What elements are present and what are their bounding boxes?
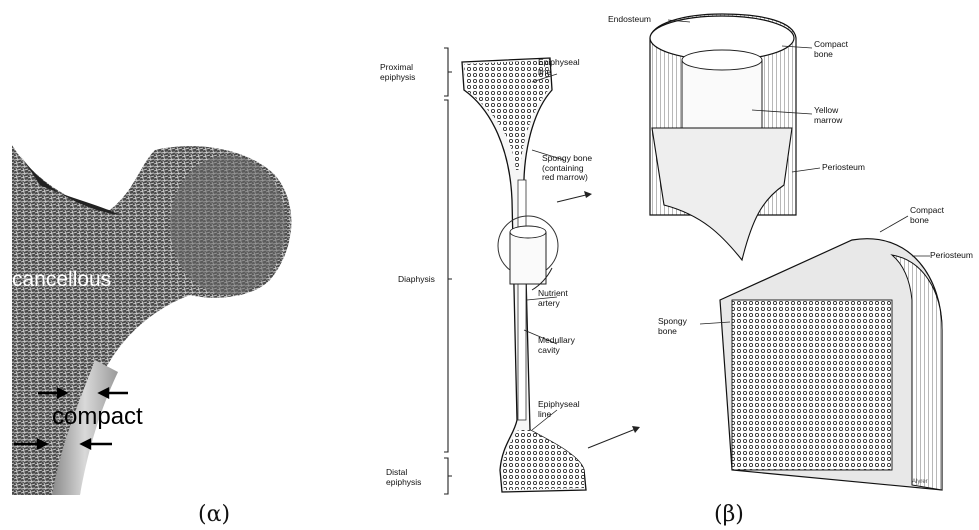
label-nutrient-artery: Nutrient artery: [538, 289, 568, 308]
bracket-proximal-epiphysis: [444, 48, 452, 96]
label-periosteum-bottom: Periosteum: [930, 251, 973, 261]
femur-photo: [0, 0, 300, 530]
long-bone-diagram: [352, 0, 979, 530]
label-endosteum: Endosteum: [608, 15, 651, 25]
label-diaphysis: Diaphysis: [398, 275, 435, 285]
label-spongy-bone: Spongy bone: [658, 317, 687, 336]
femoral-head: [170, 155, 286, 295]
label-compact-bone-bottom: Compact bone: [910, 206, 944, 225]
label-yellow-marrow: Yellow marrow: [814, 106, 842, 125]
label-compact-bone-top: Compact bone: [814, 40, 848, 59]
caption-alpha: (α): [198, 502, 230, 527]
arrow-to-top-inset: [557, 194, 590, 202]
artist-signature: Alyrer: [912, 478, 928, 488]
label-epiphyseal-line-bottom: Epiphyseal line: [538, 400, 580, 419]
label-periosteum-top: Periosteum: [822, 163, 865, 173]
section-cut: [510, 232, 546, 284]
arrow-to-bottom-inset: [588, 428, 638, 448]
periosteum-flap: [652, 128, 792, 260]
long-bone-diagram-panel: Proximal epiphysis Diaphysis Distal epip…: [352, 0, 979, 530]
compact-label: compact: [52, 403, 143, 431]
label-proximal-epiphysis: Proximal epiphysis: [380, 63, 415, 82]
bracket-diaphysis: [444, 100, 452, 452]
bracket-distal-epiphysis: [444, 458, 452, 494]
distal-spongy: [502, 430, 584, 490]
cancellous-label: cancellous: [12, 268, 111, 292]
label-epiphyseal-line-top: Epiphyseal line: [538, 58, 580, 77]
label-distal-epiphysis: Distal epiphysis: [386, 468, 421, 487]
label-spongy-bone-red-marrow: Spongy bone (containing red marrow): [542, 154, 592, 183]
caption-beta: (β): [714, 502, 744, 527]
label-medullary-cavity: Medullary cavity: [538, 336, 575, 355]
femur-photo-panel: cancellous compact (α): [0, 0, 300, 530]
